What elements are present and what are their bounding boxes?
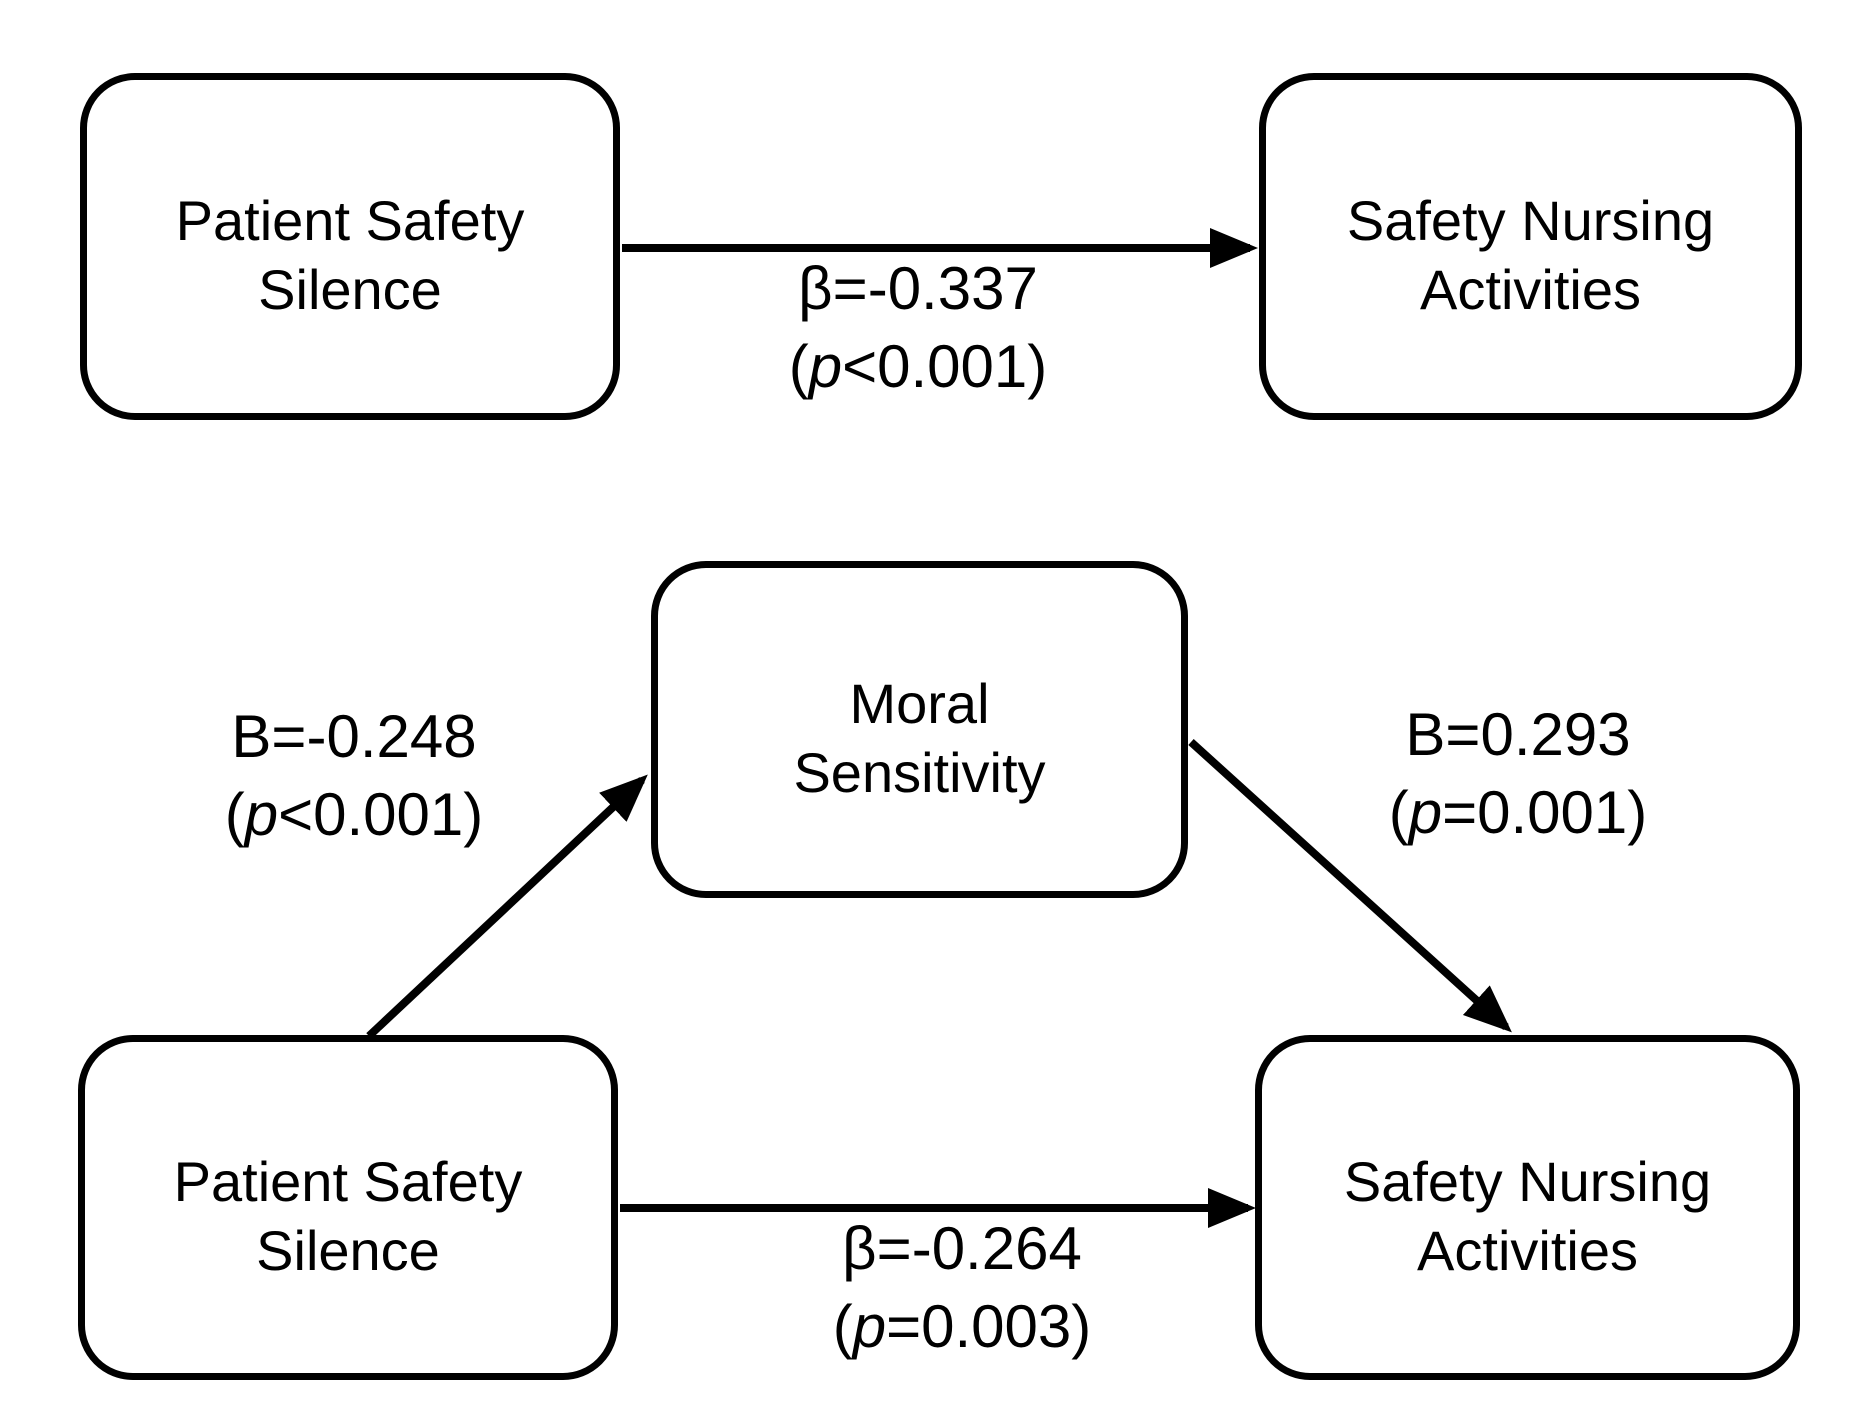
p-value-text: (p<0.001)	[225, 776, 484, 854]
label-a-path: B=-0.248 (p<0.001)	[225, 698, 484, 854]
box-label-line: Sensitivity	[793, 740, 1046, 804]
box-patient-safety-silence-bottom: Patient Safety Silence	[78, 1035, 618, 1380]
box-label-line: Activities	[1420, 257, 1641, 321]
label-b-path: B=0.293 (p=0.001)	[1389, 696, 1648, 852]
p-value-text: (p<0.001)	[789, 328, 1048, 406]
box-label-line: Patient Safety	[175, 189, 525, 253]
p-value-rest: =0.003)	[886, 1293, 1092, 1360]
coefficient-text: β=-0.264	[842, 1215, 1082, 1282]
box-safety-nursing-activities-top: Safety Nursing Activities	[1259, 73, 1802, 420]
coefficient-text: β=-0.337	[798, 255, 1038, 322]
p-symbol: p	[1408, 779, 1443, 846]
label-direct-effect-path: β=-0.264 (p=0.003)	[833, 1210, 1092, 1366]
p-open-paren: (	[832, 1293, 853, 1360]
box-patient-safety-silence-top: Patient Safety Silence	[80, 73, 620, 420]
p-symbol: p	[244, 781, 279, 848]
p-symbol: p	[852, 1293, 887, 1360]
box-label-line: Silence	[256, 1218, 440, 1282]
p-value-rest: <0.001)	[842, 333, 1048, 400]
p-value-rest: <0.001)	[278, 781, 484, 848]
p-symbol: p	[808, 333, 843, 400]
coefficient-text: B=0.293	[1405, 701, 1631, 768]
p-value-text: (p=0.001)	[1389, 774, 1648, 852]
box-label-line: Patient Safety	[173, 1150, 523, 1214]
box-label-line: Activities	[1417, 1218, 1638, 1282]
coefficient-text: B=-0.248	[231, 703, 477, 770]
box-label-line: Safety Nursing	[1343, 1150, 1712, 1214]
p-open-paren: (	[1388, 779, 1409, 846]
box-safety-nursing-activities-bottom: Safety Nursing Activities	[1255, 1035, 1800, 1380]
box-label-line: Safety Nursing	[1346, 189, 1715, 253]
box-moral-sensitivity: Moral Sensitivity	[651, 561, 1188, 898]
p-open-paren: (	[788, 333, 809, 400]
label-total-effect-path: β=-0.337 (p<0.001)	[789, 250, 1048, 406]
p-value-text: (p=0.003)	[833, 1288, 1092, 1366]
box-label-line: Silence	[258, 257, 442, 321]
box-label-line: Moral	[849, 672, 990, 736]
p-open-paren: (	[224, 781, 245, 848]
p-value-rest: =0.001)	[1442, 779, 1648, 846]
